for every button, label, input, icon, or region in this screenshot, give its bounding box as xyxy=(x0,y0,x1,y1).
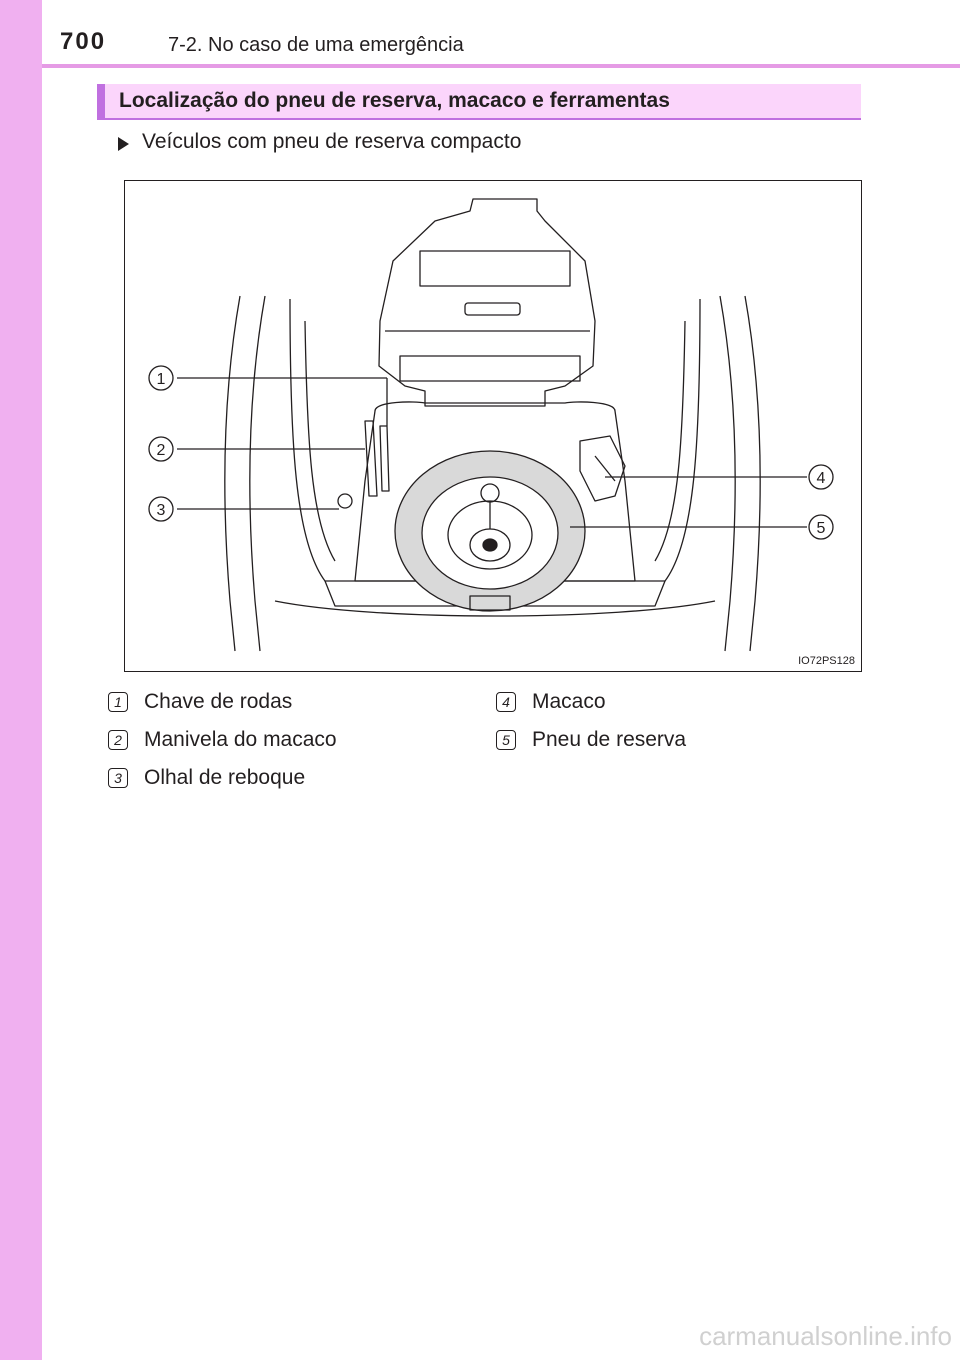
legend-label: Pneu de reserva xyxy=(532,728,687,751)
bumper-line xyxy=(274,600,716,617)
right-trim-line xyxy=(654,320,686,562)
callout-circle-3 xyxy=(148,496,174,522)
tire-well xyxy=(354,401,636,582)
callout-number-3: 3 xyxy=(157,502,166,519)
hub-center xyxy=(482,538,498,552)
triangle-bullet-icon xyxy=(118,137,129,151)
board-slot xyxy=(464,302,521,316)
callout-circle-4 xyxy=(808,464,834,490)
board-handle-recess xyxy=(419,250,571,287)
callout-number-4: 4 xyxy=(817,470,826,487)
legend-label: Manivela do macaco xyxy=(144,728,337,751)
callout-circle-1 xyxy=(148,365,174,391)
page-number: 700 xyxy=(60,28,107,55)
jack-handle xyxy=(379,425,390,492)
header-rule xyxy=(42,64,960,68)
trunk-illustration: 1 2 3 4 5 IO72PS128 xyxy=(124,180,862,672)
callout-number-2: 2 xyxy=(157,442,166,459)
right-pillar xyxy=(719,295,736,652)
legend-number: 3 xyxy=(108,768,128,788)
wheel-wrench xyxy=(364,420,378,497)
jack xyxy=(579,435,626,502)
left-body-outline xyxy=(224,295,241,652)
callout-circle-2 xyxy=(148,436,174,462)
board-lower-panel xyxy=(399,355,581,382)
section-title: Localização do pneu de reserva, macaco e… xyxy=(119,89,670,112)
callout-number-5: 5 xyxy=(817,520,826,537)
subheading-text: Veículos com pneu de reserva compacto xyxy=(142,130,522,153)
tire-rim xyxy=(421,476,559,590)
figure-code: IO72PS128 xyxy=(798,655,855,667)
right-body-outline xyxy=(744,295,761,652)
section-heading-box: Localização do pneu de reserva, macaco e… xyxy=(97,84,861,120)
trunk-drawing: 1 2 3 4 5 xyxy=(148,198,834,652)
chapter-side-tab xyxy=(0,0,42,1360)
legend-number: 2 xyxy=(108,730,128,750)
left-pillar xyxy=(249,295,266,652)
lifted-floor-board xyxy=(378,198,596,407)
legend-number: 4 xyxy=(496,692,516,712)
legend-label: Olhal de reboque xyxy=(144,766,306,789)
left-trim-line xyxy=(304,320,336,562)
legend-number: 5 xyxy=(496,730,516,750)
legend-number: 1 xyxy=(108,692,128,712)
towing-eye xyxy=(337,493,353,509)
watermark: carmanualsonline.info xyxy=(699,1321,952,1351)
legend-label: Macaco xyxy=(532,690,606,713)
rim-inner-ring xyxy=(447,500,533,570)
legend-label: Chave de rodas xyxy=(144,690,293,713)
chapter-title: 7-2. No caso de uma emergência xyxy=(168,34,464,56)
tire-valve-bracket xyxy=(469,595,511,611)
callout-circle-5 xyxy=(808,514,834,540)
callout-number-1: 1 xyxy=(157,371,166,388)
